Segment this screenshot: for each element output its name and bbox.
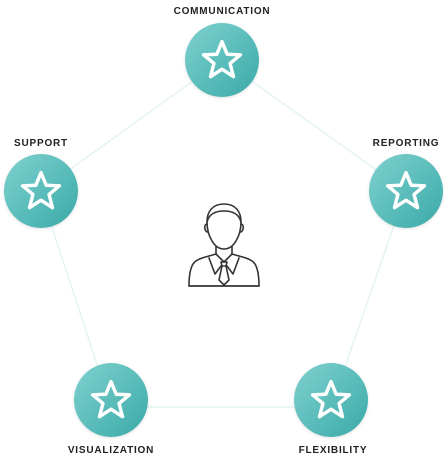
- label-support: SUPPORT: [14, 138, 68, 149]
- node-reporting[interactable]: [369, 154, 443, 228]
- label-reporting: REPORTING: [372, 138, 440, 149]
- star-icon: [90, 379, 132, 419]
- node-communication[interactable]: [185, 23, 259, 97]
- label-communication: COMMUNICATION: [173, 6, 271, 17]
- label-flexibility: FLEXIBILITY: [298, 445, 368, 456]
- node-support[interactable]: [4, 154, 78, 228]
- star-icon: [201, 39, 243, 79]
- label-visualization: VISUALIZATION: [67, 445, 155, 456]
- star-icon: [385, 170, 427, 210]
- star-icon: [20, 170, 62, 210]
- node-flexibility[interactable]: [294, 363, 368, 437]
- star-icon: [310, 379, 352, 419]
- node-visualization[interactable]: [74, 363, 148, 437]
- businessman-icon: [188, 203, 260, 287]
